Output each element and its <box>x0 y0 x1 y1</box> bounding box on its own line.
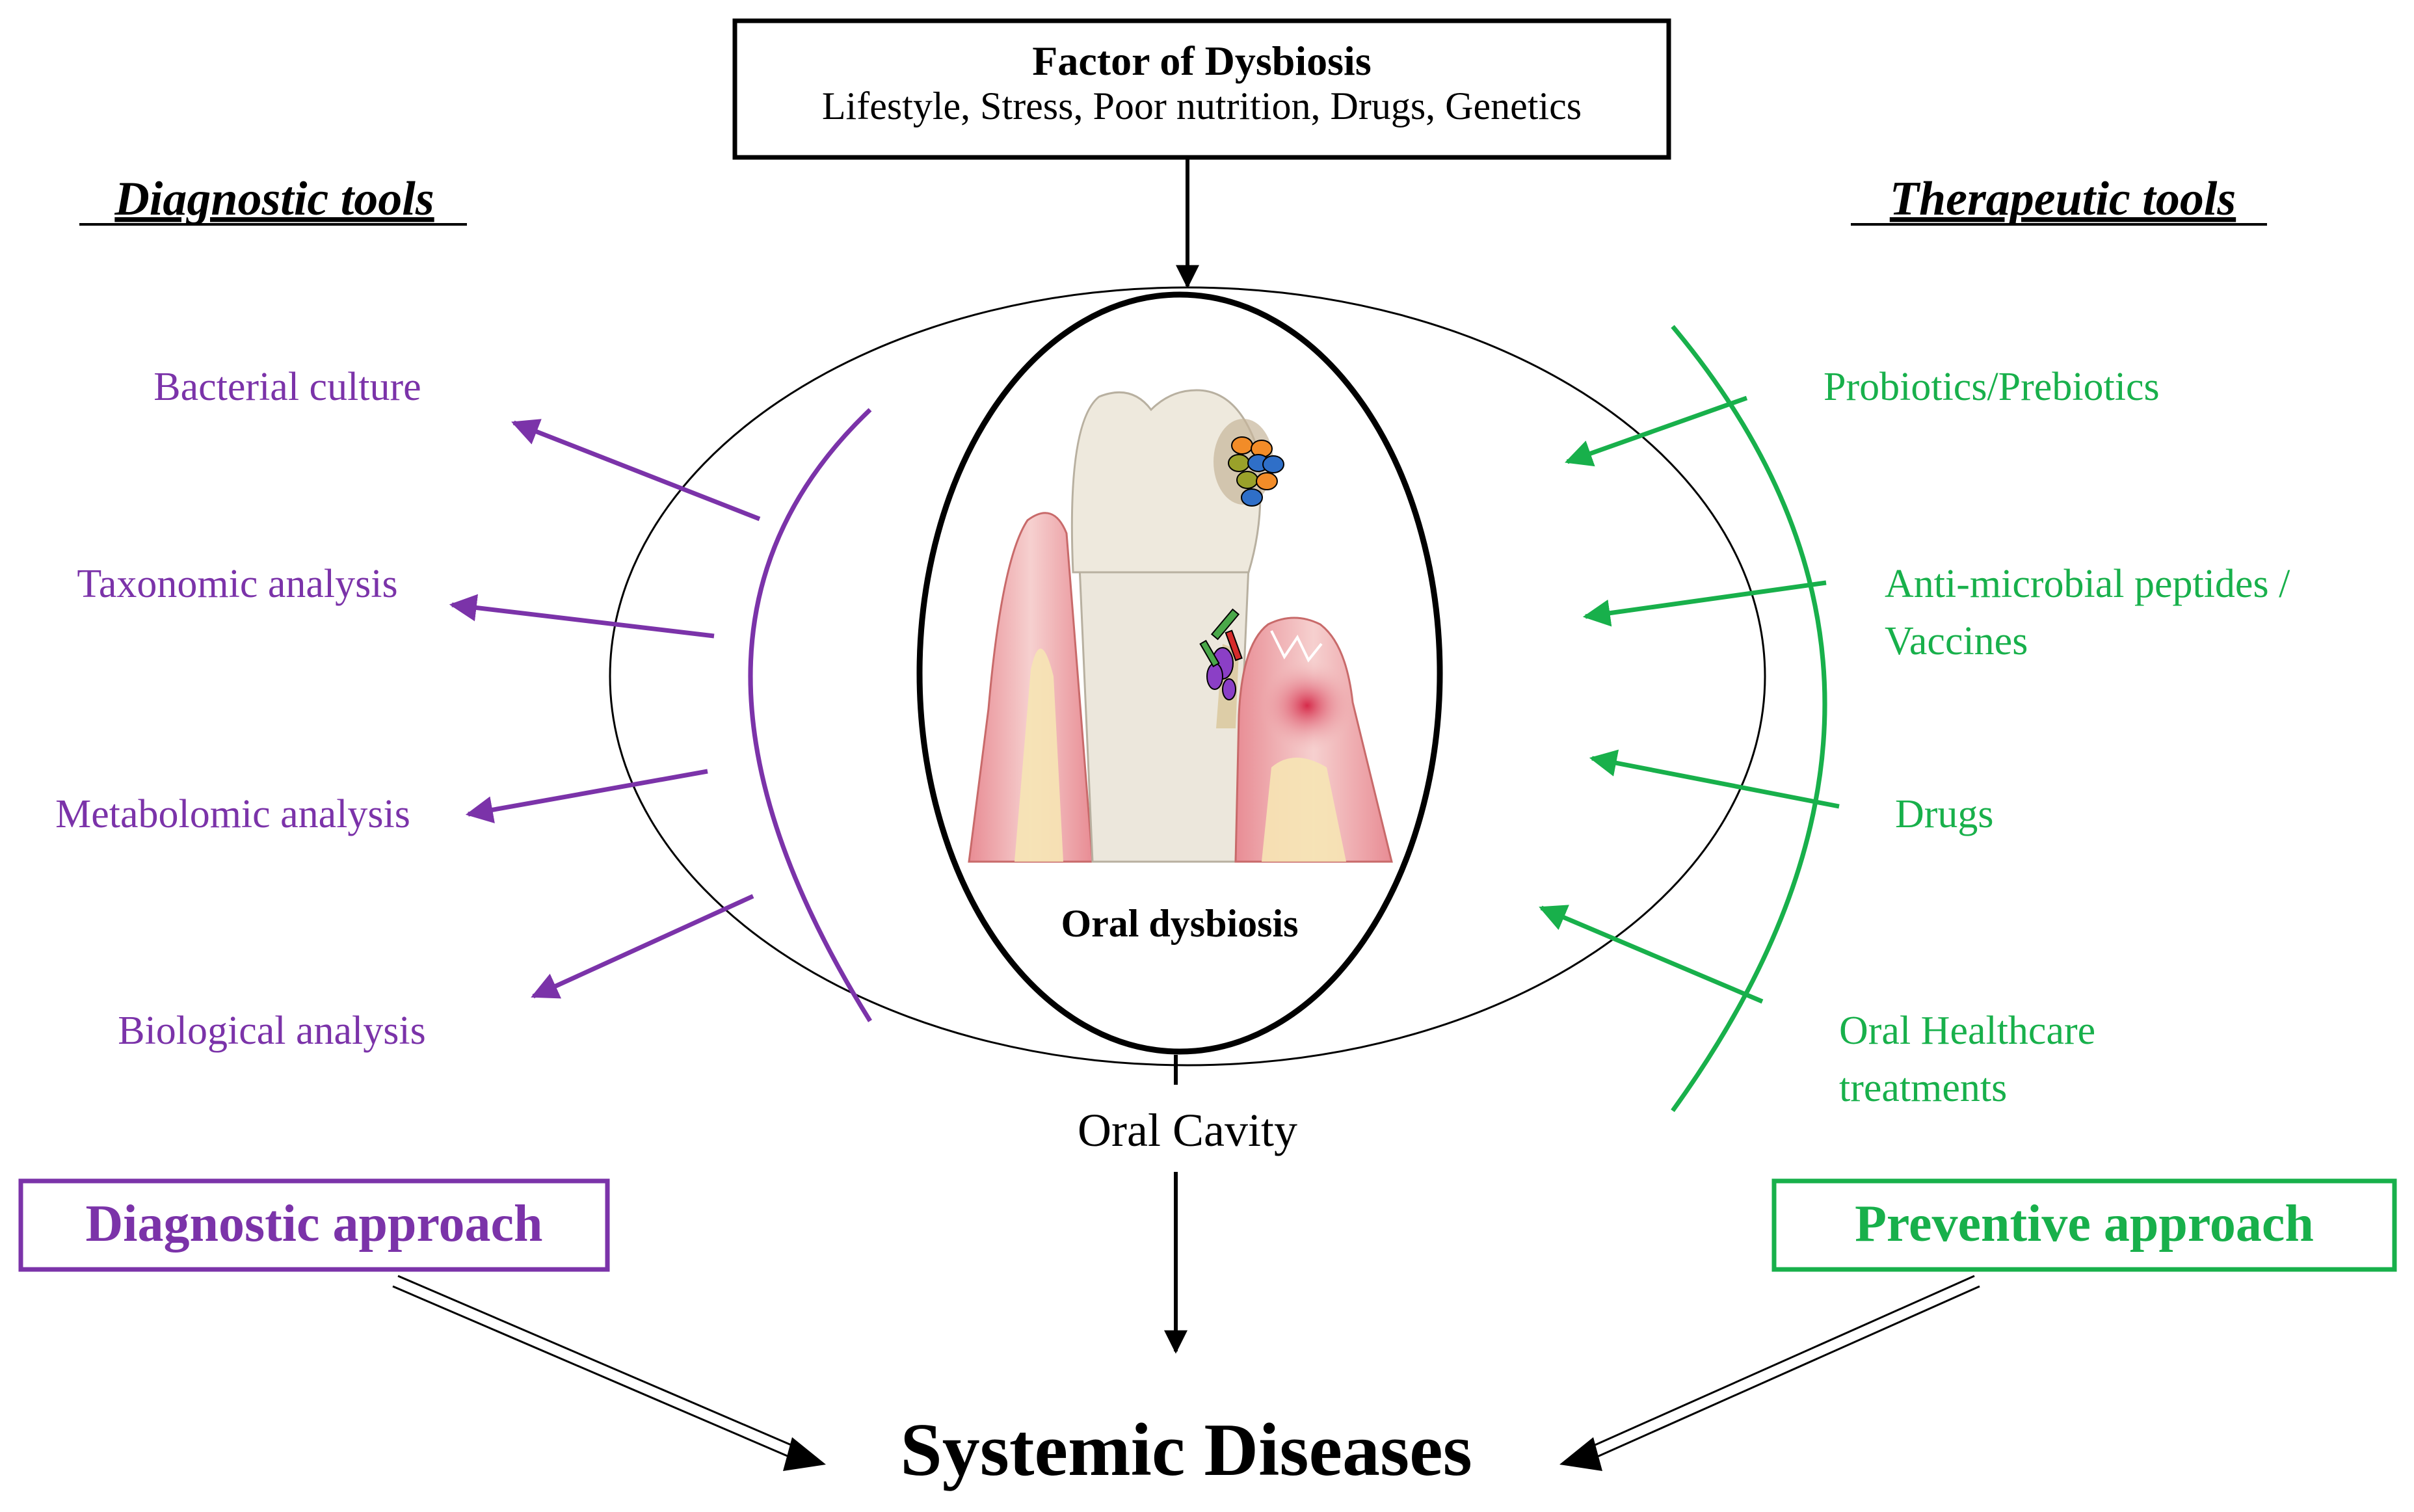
arrow-metabolomic-analysis <box>465 769 708 823</box>
therapeutic-item-oral-healthcare-line1: Oral Healthcare <box>1839 1009 2095 1053</box>
diagnostic-item-taxonomic-analysis: Taxonomic analysis <box>77 562 397 606</box>
therapeutic-item-oral-healthcare-line2: treatments <box>1839 1066 2007 1110</box>
therapeutic-tools-heading: Therapeutic tools <box>1890 172 2236 226</box>
therapeutic-item-antimicrobial-line2: Vaccines <box>1885 619 2028 663</box>
factor-of-dysbiosis-box: Factor of Dysbiosis Lifestyle, Stress, P… <box>732 18 1671 160</box>
preventive-to-systemic-arrow <box>1559 1275 1980 1471</box>
therapeutic-item-antimicrobial-line1: Anti-microbial peptides / <box>1885 562 2290 606</box>
factor-box-title: Factor of Dysbiosis <box>1032 38 1371 84</box>
bacteria-cluster-lower <box>1199 608 1243 700</box>
oral-cavity-label: Oral Cavity <box>1078 1104 1297 1156</box>
arrow-bacterial-culture <box>511 419 761 522</box>
arrow-drugs <box>1589 749 1840 809</box>
diagnostic-approach-box: Diagnostic approach <box>18 1178 610 1272</box>
tooth-illustration <box>968 389 1393 863</box>
therapeutic-arc <box>1671 325 1827 1113</box>
therapeutic-item-probiotics: Probiotics/Prebiotics <box>1824 365 2160 409</box>
oral-dysbiosis-label: Oral dysbiosis <box>1061 902 1298 945</box>
diagnostic-item-bacterial-culture: Bacterial culture <box>153 365 421 409</box>
diagnostic-arc <box>748 408 872 1022</box>
preventive-approach-label: Preventive approach <box>1855 1195 2314 1253</box>
arrow-probiotics <box>1565 395 1748 467</box>
diagnostic-arrows <box>449 419 761 999</box>
bacteria-cluster-upper <box>1228 436 1284 507</box>
arrow-oral-healthcare <box>1539 905 1764 1004</box>
therapeutic-arrows <box>1539 395 1840 1004</box>
arrow-antimicrobial <box>1582 580 1827 627</box>
diagnostic-item-metabolomic-analysis: Metabolomic analysis <box>55 792 410 836</box>
arrow-taxonomic-analysis <box>449 594 715 639</box>
factor-box-subtitle: Lifestyle, Stress, Poor nutrition, Drugs… <box>822 85 1582 127</box>
therapeutic-item-drugs: Drugs <box>1895 792 1994 836</box>
systemic-diseases-label: Systemic Diseases <box>900 1409 1472 1492</box>
preventive-approach-box: Preventive approach <box>1771 1178 2397 1272</box>
diagnostic-item-biological-analysis: Biological analysis <box>118 1009 426 1053</box>
oral-cavity-circle <box>609 286 1766 1067</box>
diagnostic-approach-label: Diagnostic approach <box>85 1195 542 1253</box>
arrow-biological-analysis <box>531 894 754 999</box>
diagnostic-to-systemic-arrow <box>392 1275 826 1471</box>
diagnostic-tools-heading: Diagnostic tools <box>114 172 434 226</box>
